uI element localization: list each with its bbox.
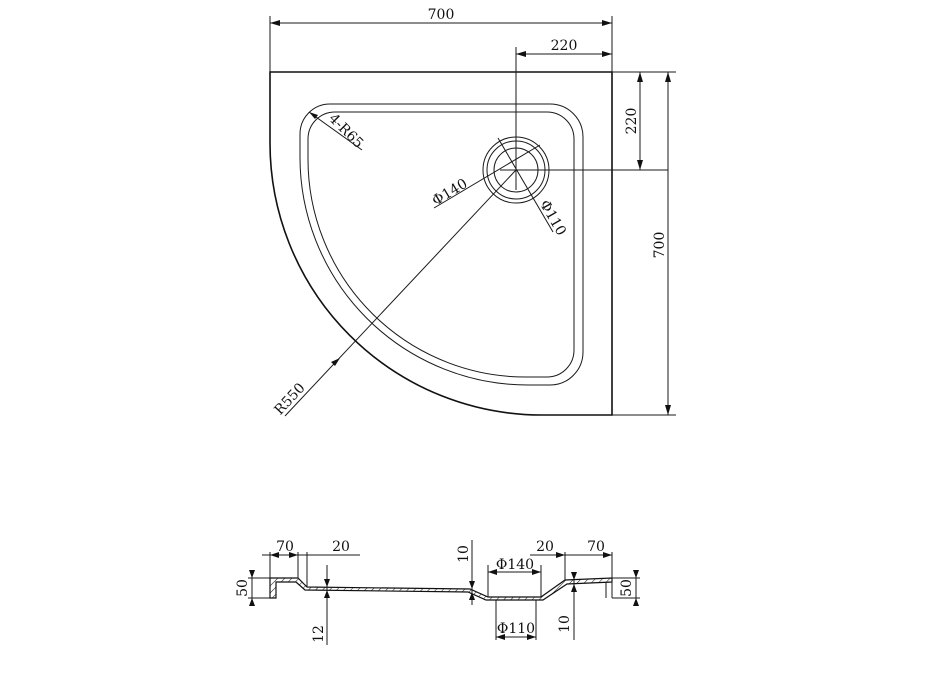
tray-inner-rim xyxy=(299,103,584,386)
right-slope-label: 20 xyxy=(536,539,554,555)
arrow-icon xyxy=(249,598,255,606)
section-profile xyxy=(269,577,613,601)
arrow-icon xyxy=(270,20,280,26)
arrow-icon xyxy=(571,584,577,592)
drain-bottom-step-label: 10 xyxy=(557,615,573,633)
arrow-icon xyxy=(633,570,639,578)
arrow-icon xyxy=(637,72,643,82)
arrow-icon xyxy=(270,552,279,558)
drain-top-step-label: 10 xyxy=(456,545,472,563)
inner-diameter-label: Φ110 xyxy=(536,197,569,238)
arrow-icon xyxy=(633,598,639,606)
corner-radius-label: 4-R65 xyxy=(325,111,366,152)
left-slope-label: 20 xyxy=(332,539,350,555)
arrow-icon xyxy=(637,160,643,170)
drain-y-label: 220 xyxy=(624,108,640,135)
drain-outer-label: Φ140 xyxy=(496,557,534,573)
drain-x-label: 220 xyxy=(551,38,578,54)
arrow-icon xyxy=(603,552,612,558)
arrow-icon xyxy=(249,570,255,578)
width-label: 700 xyxy=(428,7,455,23)
arrow-icon xyxy=(324,590,330,598)
arrow-icon xyxy=(665,405,671,415)
height-label: 700 xyxy=(652,232,668,259)
arrow-icon xyxy=(469,581,475,589)
tray-outer-outline xyxy=(269,71,613,416)
corner-radius-leader xyxy=(308,111,363,151)
tray-basin-edge xyxy=(307,111,575,378)
arrow-icon xyxy=(289,552,298,558)
inner-diameter-leader xyxy=(497,137,554,233)
section-view: 70 20 20 70 50 50 12 10 xyxy=(235,539,640,645)
left-height-label: 50 xyxy=(235,579,251,597)
drain-inner-label: Φ110 xyxy=(497,621,535,637)
arrow-icon xyxy=(488,569,497,575)
arrow-icon xyxy=(532,569,541,575)
arrow-icon xyxy=(556,552,565,558)
arrow-icon xyxy=(602,51,612,57)
arrow-icon xyxy=(527,634,536,640)
arrow-icon xyxy=(516,51,526,57)
arrow-icon xyxy=(665,72,671,82)
radius-leader-line xyxy=(284,169,517,417)
arrow-icon xyxy=(469,592,475,600)
outer-diameter-leader xyxy=(433,144,541,209)
arrow-icon xyxy=(571,572,577,580)
arrow-icon xyxy=(324,579,330,587)
right-rim-label: 70 xyxy=(587,539,605,555)
arrow-icon xyxy=(331,358,340,366)
left-rim-label: 70 xyxy=(276,539,294,555)
plan-view: 700 220 700 220 R550 4-R65 Φ140 Φ110 xyxy=(269,7,676,418)
outer-radius-label: R550 xyxy=(272,380,309,418)
right-height-label: 50 xyxy=(619,579,635,597)
outer-diameter-label: Φ140 xyxy=(429,176,470,209)
arrow-icon xyxy=(309,112,318,119)
arrow-icon xyxy=(602,20,612,26)
arrow-icon xyxy=(496,634,505,640)
floor-thickness-label: 12 xyxy=(311,625,327,643)
